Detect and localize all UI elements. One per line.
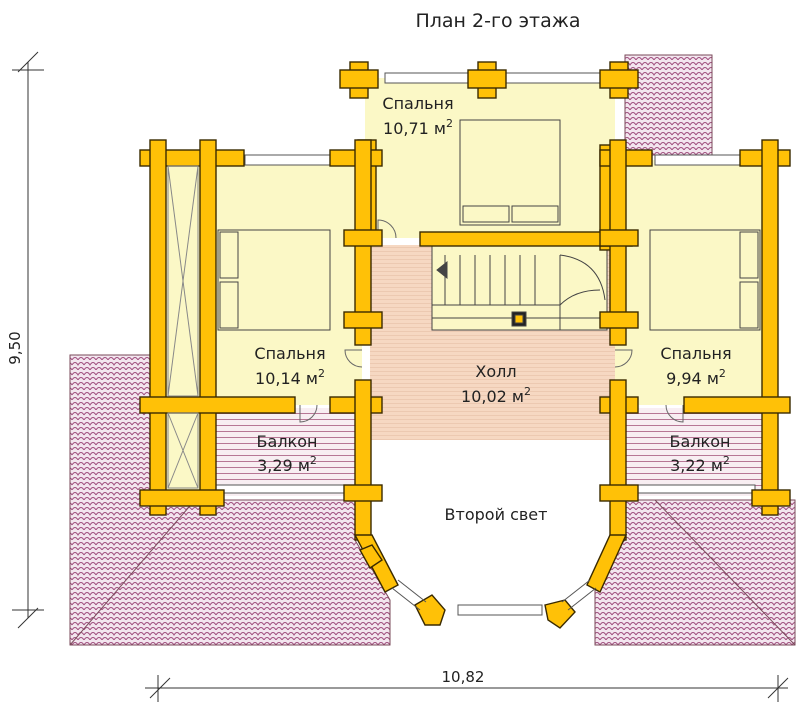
room-bedroom-top-name: Спальня (382, 94, 453, 113)
dimension-width (145, 675, 789, 702)
room-hall-name: Холл (475, 362, 516, 381)
door-swings (299, 219, 684, 423)
room-balcony-left-name: Балкон (257, 432, 318, 451)
room-balcony-right-area: 3,22 м2 (670, 454, 730, 475)
porch-bracing (167, 165, 199, 489)
bed-top-pillow-1 (462, 205, 510, 223)
roof-ridge-left (69, 499, 196, 646)
beds (217, 119, 761, 331)
bed-left-pillow-2 (219, 281, 239, 329)
staircase (431, 244, 608, 331)
bed-right-pillow-1 (739, 231, 759, 279)
plan-title: План 2-го этажа (415, 10, 580, 32)
bed-top-pillow-2 (511, 205, 559, 223)
room-bedroom-right-name: Спальня (660, 344, 731, 363)
room-second-light-name: Второй свет (445, 505, 548, 524)
room-bedroom-top-area: 10,71 м2 (383, 117, 453, 138)
room-bedroom-left-name: Спальня (254, 344, 325, 363)
balcony-right-floor (615, 408, 765, 496)
bed-left-pillow-1 (219, 231, 239, 279)
room-bedroom-right-area: 9,94 м2 (666, 367, 726, 388)
room-balcony-right-name: Балкон (670, 432, 731, 451)
log-walls (139, 61, 791, 629)
dimension-width-label: 10,82 (442, 668, 485, 686)
dimension-height-label: 9,50 (6, 331, 24, 364)
balcony-left-floor (210, 408, 360, 496)
room-bedroom-left-area: 10,14 м2 (255, 367, 325, 388)
room-balcony-left-area: 3,29 м2 (257, 454, 317, 475)
room-hall-area: 10,02 м2 (461, 385, 531, 406)
second-light-floor (370, 440, 615, 610)
dimension-height (12, 51, 44, 629)
bed-right-pillow-2 (739, 281, 759, 329)
roof-ridge-right (654, 499, 796, 646)
